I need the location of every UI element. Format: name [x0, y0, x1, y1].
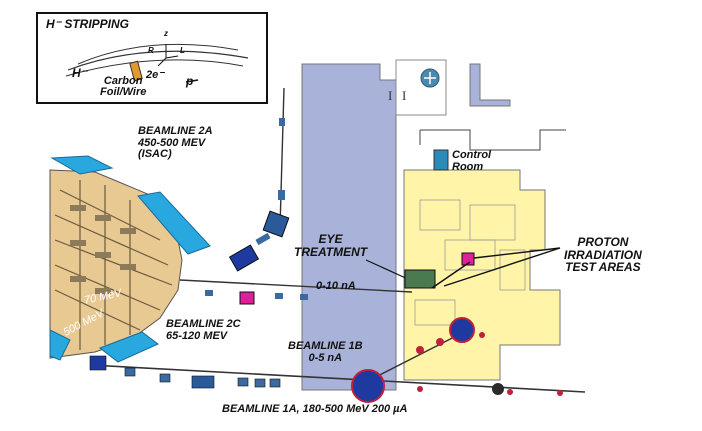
proton-label: p [186, 74, 194, 88]
beamline-2c-magnet [239, 291, 255, 305]
svg-text:I: I [388, 88, 392, 103]
beamline-2a-dipole [228, 244, 260, 272]
svg-text:I: I [402, 88, 406, 103]
right-building-block [403, 169, 561, 381]
axis-z-label: z [164, 29, 168, 38]
beamline-1a-elements [89, 355, 281, 389]
cyclotron-hatch [70, 205, 136, 294]
h-minus-label: H⁻ [72, 66, 87, 80]
h-stripping-inset: H⁻ STRIPPING z R L H⁻ 2e⁻ p Carbon Foil/… [36, 12, 268, 104]
axis-l-label: L [180, 46, 185, 55]
upper-building [395, 59, 447, 116]
beam-2c-current-label: 0-10 nA [316, 280, 356, 292]
beamline-1b-magnet [449, 317, 475, 343]
inset-title: H⁻ STRIPPING [46, 17, 130, 31]
beamline-1b-label: BEAMLINE 1B 0-5 nA [288, 340, 363, 364]
electrons-label: 2e⁻ [146, 69, 165, 81]
upper-right-wall [469, 63, 511, 107]
proton-irradiation-label: PROTON IRRADIATION TEST AREAS [564, 235, 642, 275]
beamline-2c-label: BEAMLINE 2C 65-120 MEV [166, 318, 241, 342]
cyan-magnet-top [50, 155, 114, 175]
foil-label: Carbon Foil/Wire [100, 75, 147, 98]
beamline-2c-line [179, 279, 413, 293]
beamline-2a-label: BEAMLINE 2A 450-500 MEV (ISAC) [138, 125, 213, 161]
cyan-magnet-upper-right [137, 191, 211, 255]
eye-treatment-label: EYE TREATMENT [294, 232, 368, 259]
control-room-outline [419, 129, 566, 151]
beamline-2a-line [279, 87, 285, 229]
cyan-magnet-left [49, 329, 71, 361]
control-room-box [433, 149, 449, 171]
beamline-2a-elements [278, 118, 285, 200]
beamline-2a-magnet [262, 210, 290, 238]
axis-r-label: R [148, 46, 154, 55]
beamline-1a-label: BEAMLINE 1A, 180-500 MeV 200 µA [222, 403, 408, 415]
stripping-schematic [65, 43, 249, 83]
cyan-magnet-lower [98, 331, 159, 363]
proton-test-magnet [461, 252, 475, 266]
control-room-label: Control Room [452, 149, 492, 173]
beamline-1a-magnet [351, 369, 385, 403]
